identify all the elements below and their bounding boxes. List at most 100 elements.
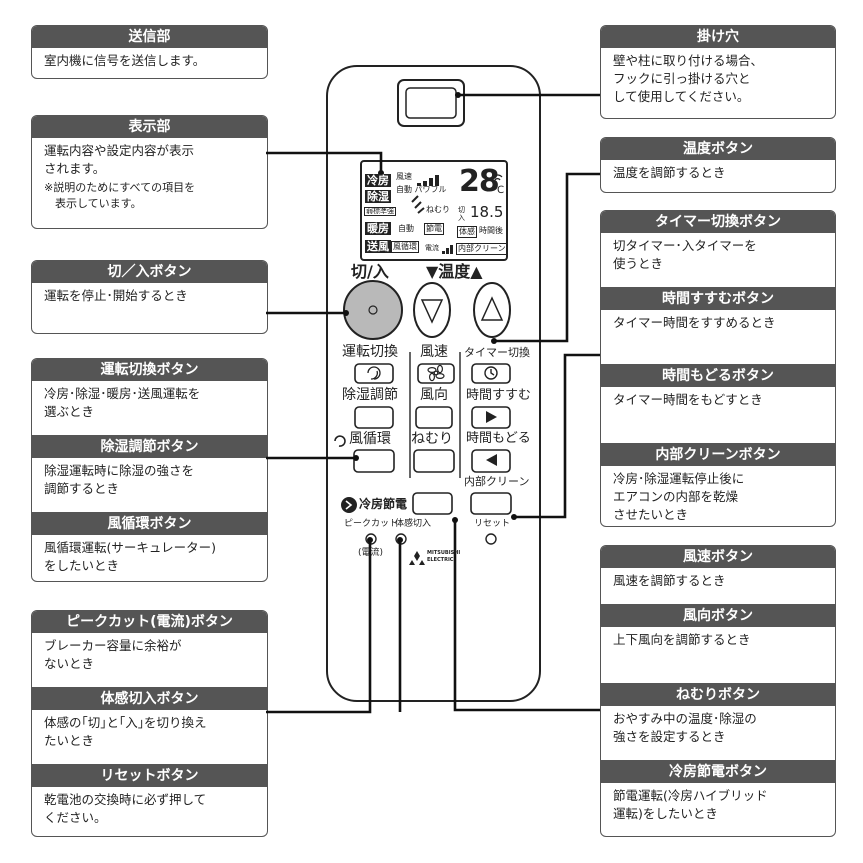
callout-desc-circulation: 風循環運転(サーキュレーター) をしたいとき (44, 540, 217, 573)
lcd-temp-unit: ℃ (493, 185, 505, 196)
lcd-fan: 送風 (365, 240, 391, 253)
temp-label: ▼温度▲ (426, 262, 483, 281)
callout-title-fanspeed: 風速ボタン (601, 546, 835, 568)
eco-button[interactable] (412, 492, 453, 515)
fan-speed-button[interactable] (417, 363, 455, 384)
callout-transmitter: 送信部 室内機に信号を送信します。 (31, 25, 268, 79)
sleep-label: ねむり (411, 431, 453, 447)
callout-desc-reset: 乾電池の交換時に必ず押して ください。 (44, 792, 207, 825)
lcd-sleep: ねむり (426, 205, 450, 214)
circulation-label: 風循環 (349, 431, 391, 447)
lcd-dry: 除湿 (365, 190, 391, 203)
fan-speed-label: 風速 (420, 344, 448, 360)
callout-title-mode: 運転切換ボタン (32, 359, 267, 381)
clock-icon (484, 366, 498, 380)
callout-title-dehum: 除湿調節ボタン (32, 435, 267, 458)
lcd-cool: 冷房 (365, 174, 391, 187)
brand-logo-icon (409, 551, 425, 565)
eco-mark-icon (341, 497, 357, 513)
callout-desc: 壁や柱に取り付ける場合、 フックに引っ掛ける穴と して使用してください。 (613, 53, 764, 104)
callout-desc-peakcut: ブレーカー容量に余裕が ないとき (44, 638, 182, 671)
mode-button[interactable] (354, 363, 394, 384)
lcd-temp-big: 28 (459, 164, 500, 199)
lcd-timer-after: 時間後 (479, 226, 503, 235)
callout-title: 送信部 (32, 26, 267, 48)
dehum-label: 除湿調節 (342, 387, 398, 403)
callout-title-timer: タイマー切換ボタン (601, 211, 835, 233)
callout-title-direction: 風向ボタン (601, 604, 835, 627)
callout-group-timer: タイマー切換ボタン 切タイマー･入タイマーを 使うとき 時間すすむボタン タイマ… (600, 210, 836, 527)
callout-desc-mode: 冷房･除湿･暖房･送風運転を 選ぶとき (44, 386, 201, 419)
leader-temp (494, 172, 600, 343)
peak-cut-label: ピークカット (344, 519, 399, 529)
callout-group-peak: ピークカット(電流)ボタン ブレーカー容量に余裕が ないとき 体感切入ボタン 体… (31, 610, 268, 837)
lcd-wind-speed: 風速 (396, 172, 412, 181)
circulation-button[interactable] (353, 449, 395, 473)
callout-desc-dehum: 除湿運転時に除湿の強さを 調節するとき (44, 463, 195, 496)
temp-down-button[interactable] (413, 282, 451, 338)
arrow-left-icon (486, 454, 497, 466)
callout-title: 温度ボタン (601, 138, 835, 160)
lcd-circ: 風循環 (391, 241, 419, 253)
callout-title-time-back: 時間もどるボタン (601, 364, 835, 387)
callout-display: 表示部 運転内容や設定内容が表示 されます。 ※説明のためにすべての項目を 表示… (31, 115, 268, 229)
lcd-signal-icon (492, 174, 503, 181)
callout-title-sense: 体感切入ボタン (32, 687, 267, 710)
sense-label: 体感切入 (395, 519, 432, 529)
lcd-current-bars (442, 245, 453, 254)
power-label: 切/入 (351, 262, 389, 281)
callout-desc-fanspeed: 風速を調節するとき (613, 573, 726, 588)
temp-down-icon (420, 299, 444, 324)
callout-temp: 温度ボタン 温度を調節するとき (600, 137, 836, 193)
temp-up-button[interactable] (473, 282, 511, 338)
callout-desc: 運転を停止･開始するとき (44, 288, 188, 303)
sleep-button[interactable] (413, 449, 455, 473)
callout-title-eco: 冷房節電ボタン (601, 760, 835, 783)
peak-cut-sub: (電流) (358, 548, 384, 558)
callout-title-circulation: 風循環ボタン (32, 512, 267, 535)
lcd-save: 節電 (424, 223, 444, 235)
callout-desc-timer: 切タイマー･入タイマーを 使うとき (613, 238, 757, 271)
power-button[interactable] (343, 280, 403, 340)
callout-title-reset: リセットボタン (32, 764, 267, 787)
leader-display (266, 151, 383, 173)
callout-desc: 運転内容や設定内容が表示 されます。 (44, 143, 195, 176)
callout-desc-sleep: おやすみ中の温度･除湿の 強さを設定するとき (613, 711, 757, 744)
callout-title-sleep: ねむりボタン (601, 683, 835, 706)
direction-label: 風向 (420, 387, 448, 403)
callout-group-fan: 風速ボタン 風速を調節するとき 風向ボタン 上下風向を調節するとき ねむりボタン… (600, 545, 836, 837)
callout-desc-time-fwd: タイマー時間をすすめるとき (613, 315, 776, 330)
time-forward-label: 時間すすむ (466, 388, 532, 403)
lcd-auto2: 自動 (398, 224, 414, 233)
callout-desc-clean: 冷房･除湿運転停止後に エアコンの内部を乾燥 させたいとき (613, 471, 745, 522)
callout-desc-eco: 節電運転(冷房ハイブリッド 運転)をしたいとき (613, 788, 768, 821)
lcd-sense: 体感 (457, 226, 477, 238)
leader-sleep (453, 520, 600, 712)
direction-button[interactable] (415, 406, 453, 429)
circulation-icon (334, 435, 346, 447)
power-button-mark (368, 305, 378, 315)
callout-title: 表示部 (32, 116, 267, 138)
hook-hole-inner (405, 87, 457, 119)
reset-label: リセット (474, 519, 511, 529)
callout-desc-direction: 上下風向を調節するとき (613, 632, 751, 647)
dehum-button[interactable] (354, 406, 394, 429)
lcd-bar-graph (417, 175, 439, 186)
brand-line2: ELECTRIC (427, 557, 454, 563)
callout-desc: 温度を調節するとき (613, 165, 726, 180)
callout-desc-sense: 体感の｢切｣と｢入｣を切り換え たいとき (44, 715, 207, 748)
lcd-auto-powerful: 自動 パワフル (396, 185, 447, 194)
arrow-right-icon (486, 411, 497, 423)
lcd-clean: 内部クリーン (456, 243, 508, 255)
leader-peak (266, 540, 372, 714)
lcd-sub-marks: 切入 (458, 206, 465, 222)
brand-line1: MITSUBISHI (427, 550, 461, 556)
timer-label: タイマー切換 (464, 346, 530, 359)
lcd-heat: 暖房 (365, 222, 391, 235)
reset-button[interactable] (485, 533, 497, 545)
callout-title-time-fwd: 時間すすむボタン (601, 287, 835, 310)
callout-power: 切／入ボタン 運転を停止･開始するとき (31, 260, 268, 334)
clean-button[interactable] (470, 492, 512, 515)
lcd-screen (360, 160, 508, 261)
eco-label: 冷房節電 (359, 497, 408, 511)
